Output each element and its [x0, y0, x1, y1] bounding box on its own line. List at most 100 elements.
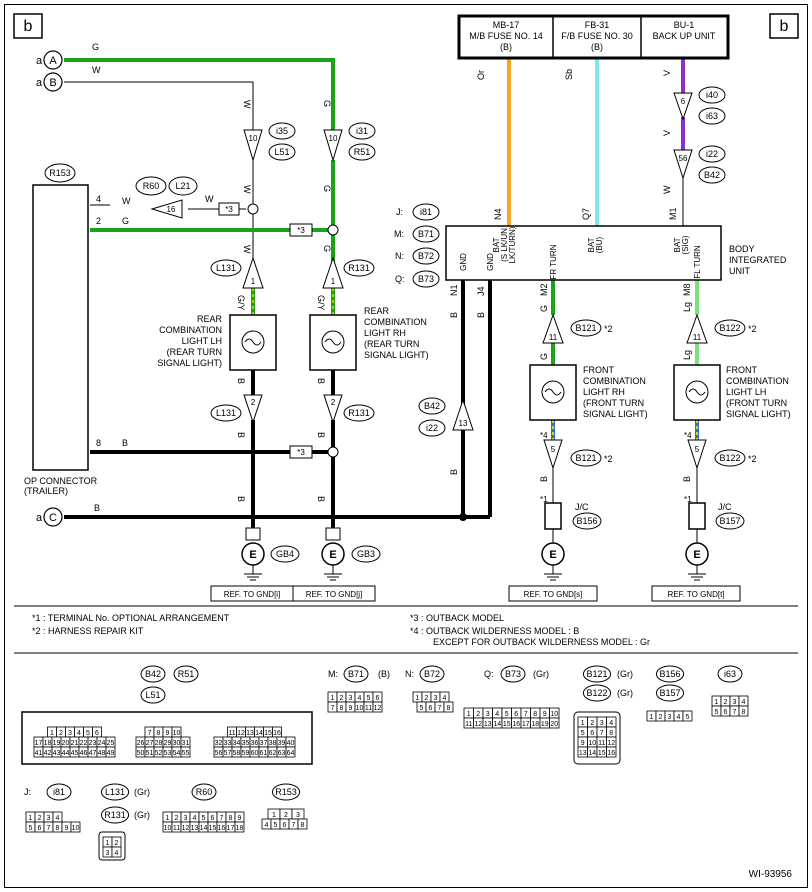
big-conn-block0-r12-pin: 48: [98, 750, 106, 757]
conn-b121-grid-pin: 16: [607, 750, 615, 757]
wirelabel-w-6: W: [205, 194, 214, 204]
wirelabel-v-1: V: [662, 70, 672, 76]
front-rh-label: FRONT COMBINATION LIGHT RH (FRONT TURN S…: [583, 365, 648, 419]
ref-gnd-i[interactable]: REF. TO GND[i]: [210, 585, 294, 602]
svg-text:1: 1: [251, 277, 256, 286]
svg-text:*1 : TERMINAL No. OPTIONAL AR: *1 : TERMINAL No. OPTIONAL ARRANGEMENT: [32, 613, 230, 623]
svg-text:REAR: REAR: [197, 314, 223, 324]
conn-j-grid-r0-pin: 4: [56, 815, 60, 822]
conn-l131-grid-pin: 1: [106, 840, 110, 847]
conn-b121-grid-pin: 14: [588, 750, 596, 757]
splice-dot-2: [247, 203, 259, 215]
big-conn-block0-r12-pin: 46: [80, 750, 88, 757]
junction-connector-b157: J/C B157: [688, 502, 745, 530]
gb3-tag: GB3: [351, 545, 381, 563]
r131-tag-1: R131: [343, 259, 375, 277]
big-conn-block0-r12-pin: 19: [53, 740, 61, 747]
svg-text:BAT: BAT: [673, 237, 682, 252]
svg-text:LIGHT RH: LIGHT RH: [364, 328, 406, 338]
big-conn-block0-r12-pin: 44: [62, 750, 70, 757]
conn-r60-grid-pin: 9: [238, 815, 242, 822]
inline-connector-i31: 10: [323, 129, 343, 162]
conn-q-grid-pin: 9: [543, 711, 547, 718]
svg-text:MB-17: MB-17: [493, 20, 520, 30]
conn-b121-grid-pin: 12: [607, 740, 615, 747]
svg-text:LIGHT LH: LIGHT LH: [182, 336, 222, 346]
svg-text:*3: *3: [297, 226, 305, 235]
conn-r60-grid-pin: 2: [175, 815, 179, 822]
svg-text:N1: N1: [449, 284, 459, 296]
big-conn-block2-r12-pin: 64: [287, 750, 295, 757]
ref-gnd-t[interactable]: REF. TO GND[t]: [651, 585, 741, 602]
big-conn-block1-r0-pin: 9: [166, 730, 170, 737]
svg-text:11: 11: [549, 333, 558, 342]
big-conn-block2-r12-pin: 40: [287, 740, 295, 747]
wirelabel-g-5: G: [122, 216, 129, 226]
inline-connector-i40: 6: [673, 92, 693, 121]
big-conn-block2-r12-cell: [285, 746, 296, 758]
big-conn-block2-r12-pin: 56: [215, 750, 223, 757]
conn-r153-grid-r1-pin: 8: [301, 822, 305, 829]
splice-dot-4: [459, 513, 467, 521]
svg-text:2: 2: [251, 398, 256, 407]
ref-gnd-s[interactable]: REF. TO GND[s]: [508, 585, 598, 602]
conn-l131-grid-pin: 4: [115, 850, 119, 857]
conn-i63-grid-cell: [738, 705, 749, 717]
svg-text:*4 : OUTBACK WILDERNESS MODEL: *4 : OUTBACK WILDERNESS MODEL : B: [410, 626, 579, 636]
conn-r131-color: (Gr): [134, 810, 150, 820]
svg-text:5: 5: [551, 445, 556, 454]
svg-text:J/C: J/C: [575, 502, 589, 512]
star3-box-2: *3: [289, 223, 313, 237]
big-conn-label-1-oval: [140, 665, 166, 683]
wirelabel-g-3: G: [322, 185, 332, 192]
big-conn-label-1: B42: [145, 669, 161, 679]
big-conn-block0-r12-pin: 41: [35, 750, 43, 757]
conn-i63-grid-pin: 4: [742, 699, 746, 706]
svg-text:LK/TURN): LK/TURN): [508, 226, 517, 263]
conn-r153-grid-r1-pin: 7: [292, 822, 296, 829]
inline-connector-b122-down: 5: [687, 439, 707, 470]
conn-q-grid-pin: 17: [522, 721, 530, 728]
conn-m-grid-pin: 2: [340, 695, 344, 702]
page-marker-right-text: b: [780, 18, 789, 35]
svg-text:GB4: GB4: [276, 549, 294, 559]
conn-r60-grid-pin: 12: [182, 825, 190, 832]
conn-q-label: B73: [505, 669, 521, 679]
big-conn-block1-r12-pin: 51: [146, 750, 154, 757]
conn-b121-color: (Gr): [617, 669, 633, 679]
ref-gnd-j[interactable]: REF. TO GND[j]: [292, 585, 376, 602]
inline-connector-l131-up: 1: [242, 256, 264, 289]
conn-n-grid-pin: 2: [425, 695, 429, 702]
conn-n-grid-pin: 6: [429, 705, 433, 712]
op-connector-label: OP CONNECTOR: [24, 476, 98, 486]
wirelabel-b-8: B: [94, 503, 100, 513]
big-conn-block2-r12-pin: 35: [242, 740, 250, 747]
conn-n-label-oval: [419, 665, 445, 683]
conn-n-grid-pin: 7: [438, 705, 442, 712]
conn-b121-grid-pin: 1: [581, 720, 585, 727]
svg-text:SIGNAL LIGHT): SIGNAL LIGHT): [157, 358, 222, 368]
conn-q-grid-pin: 19: [541, 721, 549, 728]
big-conn-block2-r12-pin: 59: [242, 750, 250, 757]
svg-text:BAT: BAT: [587, 237, 596, 252]
star-1-fr: *1: [540, 495, 548, 504]
conn-r60-grid-pin: 15: [209, 825, 217, 832]
conn-b156-label-oval: [655, 665, 685, 683]
bcm-pin-names: BAT (S LK/UN LK/TURN) BAT (BU) BAT (SIG)…: [459, 226, 702, 279]
conn-m-grid-pin: 4: [358, 695, 362, 702]
conn-q-grid-pin: 2: [476, 711, 480, 718]
svg-text:*2: *2: [748, 324, 757, 334]
big-conn-block1-r12-pin: 27: [146, 740, 154, 747]
conn-q-prefix: Q:: [484, 669, 494, 679]
svg-text:J4: J4: [476, 286, 486, 296]
b42-tag: B42: [698, 166, 726, 184]
conn-l131-label: L131: [105, 787, 125, 797]
conn-b121-grid-pin: 11: [598, 740, 605, 747]
inline-connector-r131-down: 2: [323, 394, 343, 424]
conn-r60-grid-pin: 16: [218, 825, 226, 832]
